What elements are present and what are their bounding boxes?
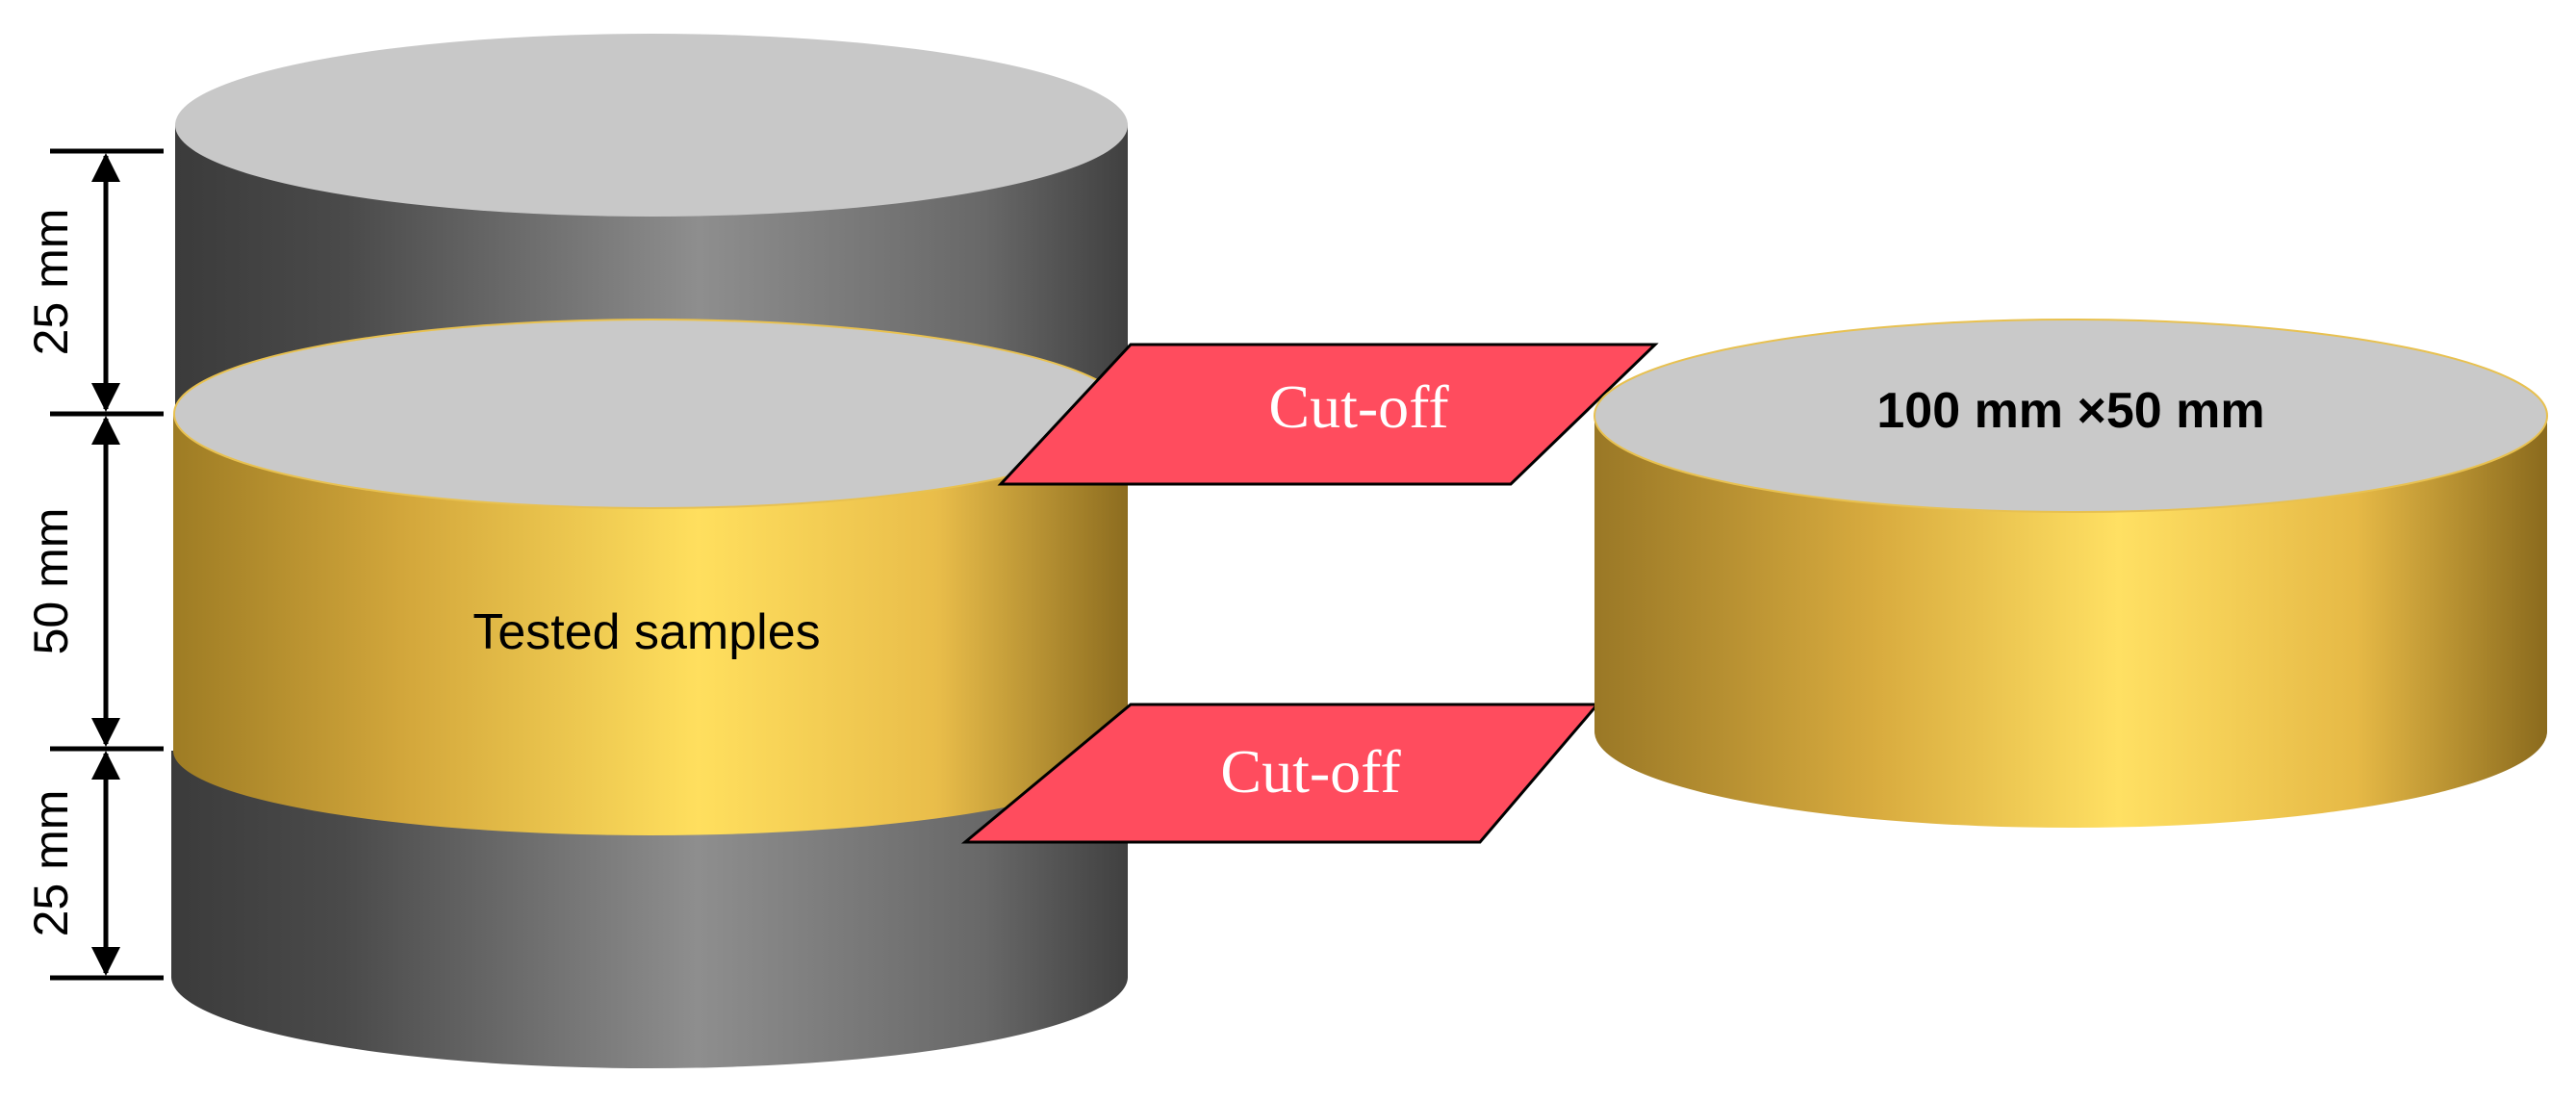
top-face [175,34,1128,217]
cutoff-top-label: Cut-off [1268,372,1449,441]
tested-sample-band [173,414,1128,835]
extracted-sample-top-face [1594,319,2548,513]
extracted-sample-band [1594,416,2547,828]
dimension-bottom-label: 25 mm [24,790,78,937]
extracted-sample: 100 mm ×50 mm [1594,319,2548,828]
core-cylinder [171,34,1130,1068]
bottom-dark-section [171,751,1128,1068]
tested-sample-top-face [173,319,1130,509]
sample-size-label: 100 mm ×50 mm [1876,383,2264,439]
cutoff-bottom-label: Cut-off [1220,737,1401,806]
dimension-lines [50,148,164,981]
dimension-middle-label: 50 mm [24,508,78,655]
cutoff-plane-top: Cut-off [997,343,1659,486]
tested-samples-label: Tested samples [472,604,820,660]
cutoff-plane-bottom: Cut-off [960,703,1601,844]
dimension-top-label: 25 mm [24,209,78,356]
